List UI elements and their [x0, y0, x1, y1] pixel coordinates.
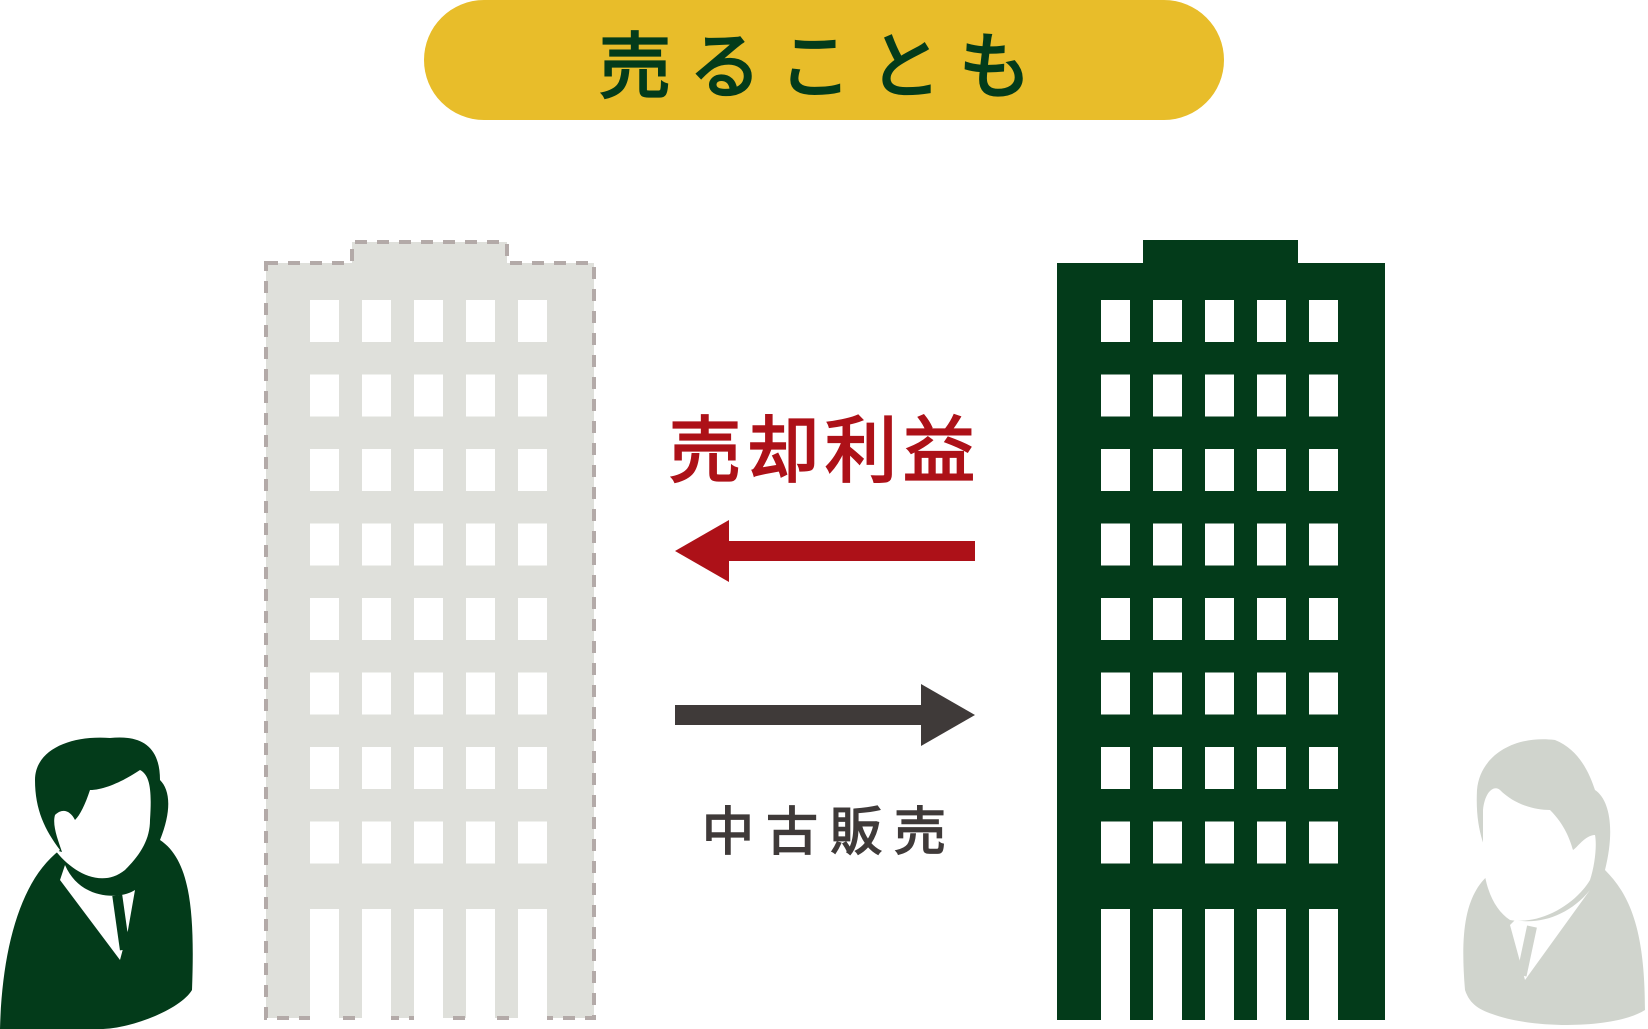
title-text: 売ることも: [598, 23, 1049, 109]
arrow-left-icon: [675, 520, 975, 582]
seller-person-icon: [0, 737, 193, 1029]
used-sale-label: 中古販売: [701, 803, 958, 863]
building-ghost-icon: [264, 240, 596, 1020]
sale-profit-label: 売却利益: [668, 409, 981, 493]
title-banner: 売ることも: [424, 0, 1224, 120]
arrow-right-icon: [675, 684, 975, 746]
building-icon: [1057, 240, 1385, 1020]
former-building: [264, 240, 596, 1020]
owned-building: [1057, 240, 1385, 1020]
buyer-person-icon: [1463, 739, 1645, 1025]
